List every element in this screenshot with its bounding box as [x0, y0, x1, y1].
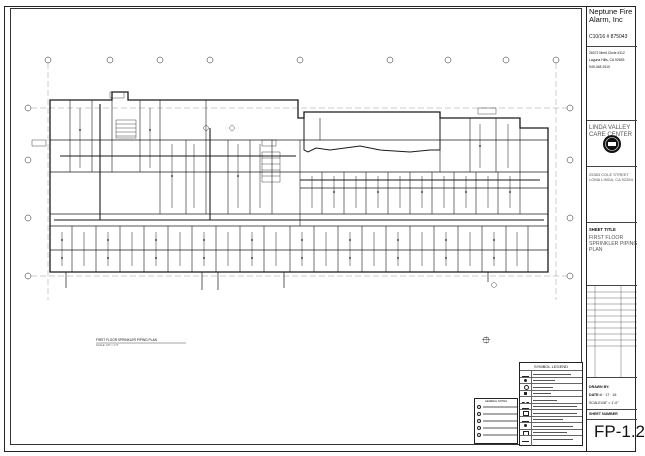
general-notes: GENERAL NOTES [474, 398, 518, 444]
note-item [477, 419, 517, 424]
project-address: 25383 COLE STREET LOMA LINDA, CA 92354 [589, 172, 633, 182]
north-arrow-icon: ⯐ [482, 335, 491, 347]
date-label: DATE: [589, 393, 600, 397]
scale-value: 1/8" = 1'-0" [601, 401, 619, 405]
legend-title: SYMBOL LEGEND [533, 364, 569, 369]
symbol-legend: SYMBOL LEGEND [519, 362, 583, 446]
legend-row [520, 389, 582, 397]
legend-row [520, 415, 582, 422]
riser-lines [65, 272, 489, 290]
legend-row [520, 435, 582, 442]
sheet-title: FIRST FLOOR SPRINKLER PIPING PLAN [589, 235, 638, 254]
floor-plan [24, 56, 574, 344]
legend-row [520, 370, 582, 377]
scale-label: SCALE: [589, 401, 602, 405]
plan-caption: FIRST FLOOR SPRINKLER PIPING PLAN [96, 338, 157, 342]
sprinkler-branches [61, 108, 518, 266]
sprinkler-heads [61, 129, 511, 259]
callout-tags [31, 91, 497, 288]
sheet-number-label-cell: SHEET NUMBER [587, 410, 637, 420]
company-cell: Neptune Fire Alarm, Inc C10/16 # 875043 [587, 6, 637, 47]
revision-table [587, 286, 637, 378]
legend-row [520, 402, 582, 409]
company-address-line: Laguna Hills, CA 92653 [589, 58, 625, 62]
legend-row [520, 376, 582, 384]
grid-bubbles-side [24, 104, 574, 280]
drawn-by-label: DRAWN BY: [589, 385, 610, 389]
license-number: C10/16 # 875043 [589, 34, 628, 40]
project-address-cell: 25383 COLE STREET LOMA LINDA, CA 92354 [587, 167, 637, 223]
legend-row [520, 422, 582, 429]
grid-lines [31, 63, 567, 300]
date-value: 8 · 17 · 16 [600, 393, 617, 397]
company-name: Neptune Fire Alarm, Inc [589, 7, 633, 25]
project-name: LINDA VALLEY CARE CENTER [589, 125, 633, 138]
project-cell: LINDA VALLEY CARE CENTER [587, 121, 637, 167]
address-cell: 26072 Merit Circle #112 Laguna Hills, CA… [587, 47, 637, 153]
drawing-info-cell: DRAWN BY: DATE: 8 · 17 · 16 SCALE: 1/8" … [587, 378, 637, 410]
drawing-area [10, 8, 582, 445]
sheet-number-label: SHEET NUMBER [589, 412, 618, 416]
revision-grid [587, 286, 637, 378]
company-address-line: 26072 Merit Circle #112 [589, 51, 625, 55]
note-item [477, 433, 517, 438]
legend-row [520, 396, 582, 403]
interior-walls [50, 139, 548, 251]
courtyard [303, 118, 441, 153]
drawing-sheet [4, 6, 636, 452]
note-item [477, 426, 517, 431]
room-partitions [69, 100, 529, 272]
building-outline [49, 91, 549, 273]
sheet-title-cell: SHEET TITLE FIRST FLOOR SPRINKLER PIPING… [587, 223, 637, 286]
stairs [115, 119, 281, 183]
notes-title: GENERAL NOTES [485, 400, 507, 403]
company-phone: 949-348-9110 [589, 65, 610, 69]
note-item [477, 405, 517, 410]
sprinkler-mains [54, 104, 544, 221]
company-seal-icon [603, 135, 621, 153]
title-block: Neptune Fire Alarm, Inc C10/16 # 875043 … [586, 6, 645, 452]
grid-bubbles-top [44, 56, 560, 64]
note-item [477, 412, 517, 417]
plan-caption-scale: SCALE: 1/8" = 1'-0" [96, 344, 119, 347]
sheet-title-label: SHEET TITLE [589, 227, 616, 232]
sheet-number: FP-1.2 [594, 422, 645, 441]
